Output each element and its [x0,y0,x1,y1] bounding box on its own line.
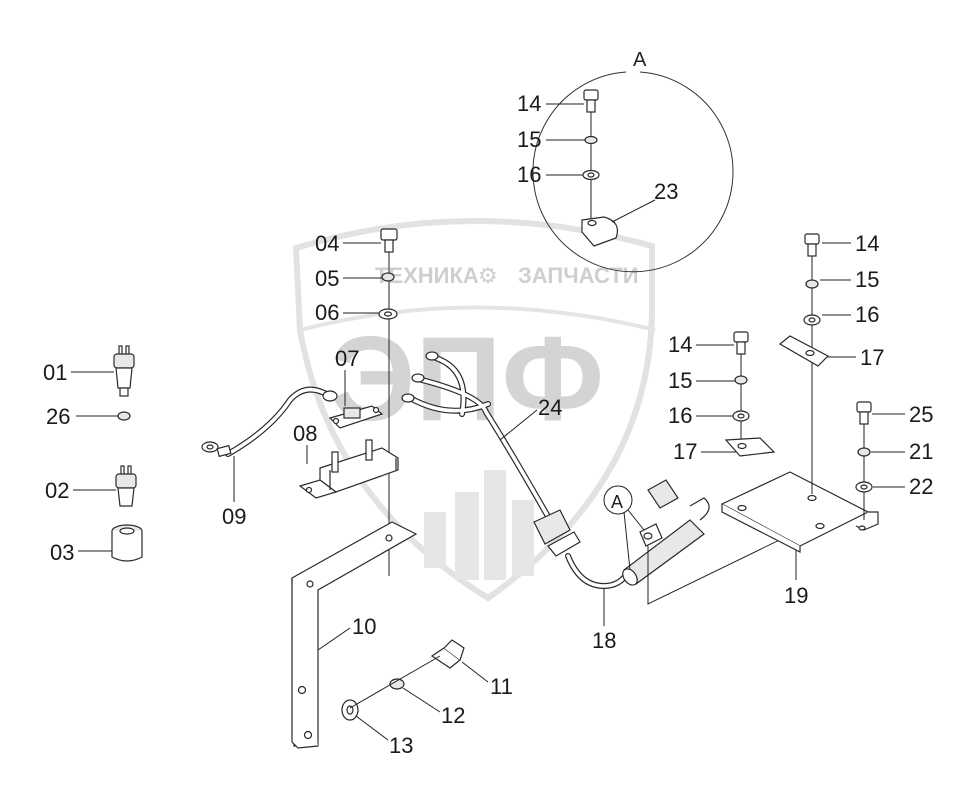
callout-11: 11 [490,674,513,699]
callout-19: 19 [784,583,808,608]
bolt-11 [430,639,465,669]
right-callouts: 14 15 16 17 [820,231,884,370]
callout-19-group: 19 [784,550,808,608]
callout-02: 02 [45,478,69,503]
callout-06: 06 [315,300,339,325]
callout-15: 15 [668,368,692,393]
detail-view-label: A [633,49,647,71]
watermark-gear-icon: ⚙ [478,263,498,288]
callout-24-group: 24 [499,395,562,441]
fuse-07 [328,405,384,429]
callout-08: 08 [293,421,317,446]
washer-26 [117,411,131,421]
detail-view-a: A [532,49,734,273]
callout-07: 07 [335,346,359,371]
bracket-stack-middle [724,331,776,457]
sensor-01 [113,345,135,397]
callout-16: 16 [517,162,541,187]
callout-10: 10 [352,614,376,639]
plate-19 [720,471,879,553]
callout-14: 14 [517,91,541,116]
callout-05: 05 [315,266,339,291]
callout-21: 21 [909,439,933,464]
left-callouts: 01 26 02 03 [43,360,118,565]
callout-15: 15 [517,127,541,152]
callout-23: 23 [654,179,678,204]
callout-17: 17 [860,345,884,370]
harness-24 [401,351,581,557]
watermark: ТЕХНИКА ЗАПЧАСТИ ⚙ ЭПФ [292,218,656,602]
callout-14: 14 [855,231,879,256]
callout-18: 18 [592,628,616,653]
callout-18-group: 18 [592,588,616,653]
callout-22: 22 [909,474,933,499]
sensor-02 [115,465,137,507]
callout-16: 16 [855,302,879,327]
callout-26: 26 [46,404,70,429]
callout-01: 01 [43,360,67,385]
bolt-stack-04-06 [378,228,398,576]
middle-right-callouts: 14 15 16 17 [668,332,736,464]
callout-24: 24 [538,395,562,420]
bracket-10 [291,521,418,749]
fuse-holder-08 [298,439,399,499]
callout-03: 03 [50,540,74,565]
bracket-stack-right [778,233,830,494]
bottom-callouts: 11 12 13 [349,655,513,758]
washer-13 [341,699,359,721]
callout-13: 13 [389,733,413,758]
callout-14: 14 [668,332,692,357]
washer-12 [389,678,405,690]
callout-25: 25 [909,402,933,427]
watermark-buildings-icon [424,470,534,580]
callout-09: 09 [222,504,246,529]
sensor-18: A [565,479,813,605]
callout-17: 17 [673,439,697,464]
adapter-03 [111,524,143,562]
callout-10-group: 10 [317,614,376,651]
callout-12: 12 [441,703,465,728]
ref-a-label: A [611,492,623,512]
watermark-right-text: ЗАПЧАСТИ [518,263,639,288]
center-callouts-mid: 07 08 09 [222,346,359,529]
bolt-stack-25 [855,401,873,520]
callout-16: 16 [668,403,692,428]
cable-09 [201,386,338,458]
detail-callouts: 14 15 16 23 [517,91,678,223]
callout-15: 15 [855,267,879,292]
callout-04: 04 [315,231,339,256]
center-callouts-top: 04 05 06 [315,231,382,325]
watermark-logo: ЭПФ [330,312,604,446]
far-right-callouts: 25 21 22 [871,402,933,499]
